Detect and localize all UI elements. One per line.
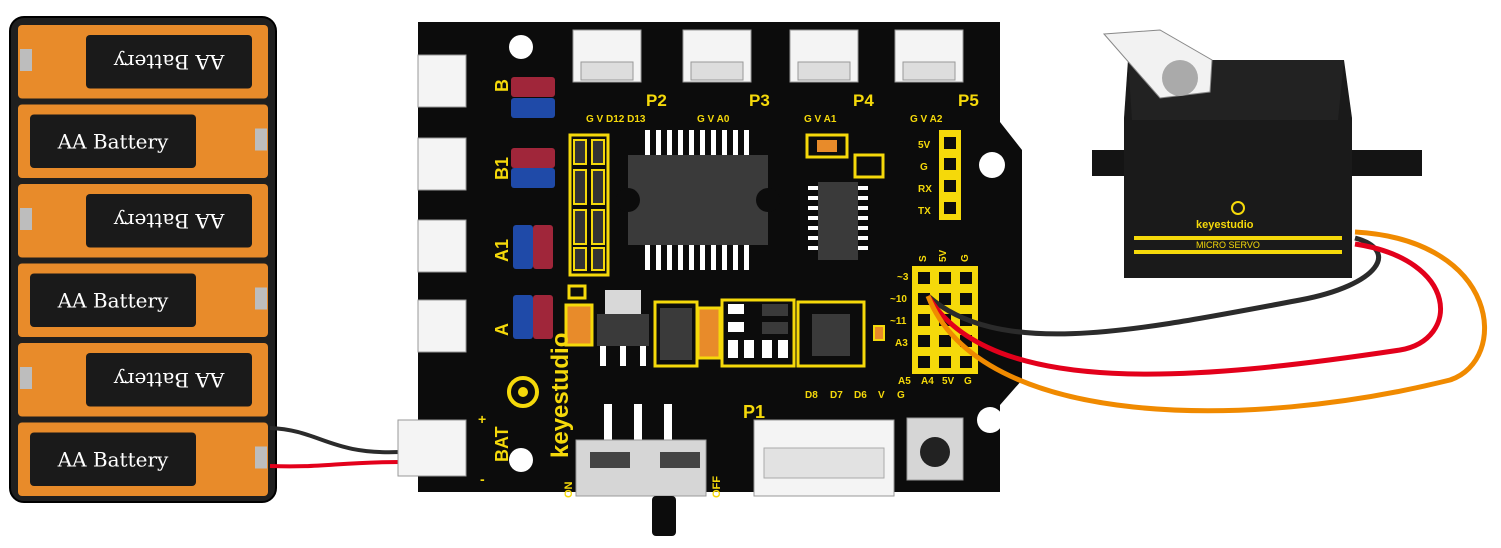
battery-terminal — [255, 287, 267, 310]
top-headers — [572, 29, 964, 83]
servo-logo-icon — [1231, 201, 1245, 215]
servo-row-a3: A3 — [895, 338, 908, 349]
header-pins-p4: G V A1 — [804, 114, 837, 125]
battery-cell-label: AA Battery — [113, 50, 225, 74]
mount-hole — [977, 407, 1003, 433]
bat-plus: + — [478, 411, 486, 427]
battery-terminal — [20, 49, 32, 71]
battery-cell: AA Battery — [18, 25, 268, 99]
battery-terminal — [255, 128, 267, 151]
uart-pin-rx: RX — [918, 184, 932, 195]
battery-cell-label: AA Battery — [57, 447, 169, 471]
bat-minus: - — [480, 471, 485, 487]
header-pins-p5: G V A2 — [910, 114, 943, 125]
header-label-p5: P5 — [958, 91, 979, 110]
port-label-b1: B1 — [492, 157, 512, 180]
port-label-bat: BAT — [492, 426, 512, 462]
p1-pin-v: V — [878, 390, 885, 401]
header-pins-p2: G V D12 D13 — [586, 114, 646, 125]
battery-wires — [269, 426, 401, 469]
battery-cell-label: AA Battery — [57, 288, 169, 312]
switch-off-label: OFF — [711, 476, 723, 498]
p1-pin-d6: D6 — [854, 390, 867, 401]
uart-pin-g: G — [920, 162, 928, 173]
main-driver-ic — [616, 130, 868, 270]
battery-cell-label: AA Battery — [57, 129, 169, 153]
servo-top-s: S — [918, 255, 929, 262]
header-label-p4: P4 — [853, 91, 874, 110]
uart-pin-tx: TX — [918, 206, 931, 217]
p1-pin-g: G — [897, 390, 905, 401]
servo-row-3: ~3 — [897, 272, 909, 283]
battery-terminal — [20, 367, 32, 389]
uart-chip — [805, 133, 885, 260]
servo-top-5v: 5V — [938, 249, 949, 262]
header-label-p3: P3 — [749, 91, 770, 110]
servo-row-11: ~11 — [890, 316, 907, 327]
keyestudio-logo — [507, 376, 539, 408]
servo-bottom-g: G — [964, 376, 972, 387]
servo-brand: keyestudio — [1196, 219, 1254, 231]
p1-pin-d8: D8 — [805, 390, 818, 401]
diode-array — [568, 133, 610, 277]
servo-bottom-a4: A4 — [921, 376, 934, 387]
servo-bottom-5v: 5V — [942, 376, 955, 387]
battery-terminal — [255, 446, 267, 469]
uart-header — [939, 130, 961, 220]
battery-cell: AA Battery — [18, 104, 268, 178]
battery-cell: AA Battery — [18, 343, 268, 417]
battery-cell: AA Battery — [18, 422, 268, 496]
battery-cell-label: AA Battery — [113, 209, 225, 233]
micro-servo: keyestudio MICRO SERVO — [1092, 29, 1422, 278]
p1-pin-d7: D7 — [830, 390, 843, 401]
servo-wires — [925, 229, 1488, 414]
battery-pack: AA Battery AA Battery AA Battery AA Battery… — [9, 16, 277, 503]
port-label-a1: A1 — [492, 239, 512, 262]
port-label-a: A — [492, 323, 512, 336]
battery-cell: AA Battery — [18, 263, 268, 337]
board-brand: keyestudio — [547, 333, 574, 458]
servo-horn — [1102, 29, 1213, 99]
battery-terminal — [20, 208, 32, 230]
motor-connectors — [397, 54, 467, 477]
mount-hole — [979, 152, 1005, 178]
port-label-b: B — [492, 79, 512, 92]
servo-top-g: G — [960, 254, 971, 262]
driver-board: P2 P3 P4 P5 G V D12 D13 G V A0 G V A1 G … — [397, 22, 1022, 536]
battery-cell-label: AA Battery — [113, 368, 225, 392]
mount-hole — [509, 35, 533, 59]
switch-on-label: ON — [563, 481, 575, 498]
p1-label: P1 — [743, 402, 765, 422]
regulator-area — [564, 284, 885, 368]
header-pins-p3: G V A0 — [697, 114, 730, 125]
servo-bottom-a5: A5 — [898, 376, 911, 387]
servo-row-10: ~10 — [890, 294, 907, 305]
p1-connector — [753, 419, 895, 497]
uart-pin-5v: 5V — [918, 140, 931, 151]
header-label-p2: P2 — [646, 91, 667, 110]
reset-button[interactable] — [906, 417, 964, 481]
power-switch[interactable] — [575, 404, 707, 536]
battery-cell: AA Battery — [18, 184, 268, 258]
mount-hole — [509, 448, 533, 472]
servo-model: MICRO SERVO — [1196, 240, 1260, 250]
